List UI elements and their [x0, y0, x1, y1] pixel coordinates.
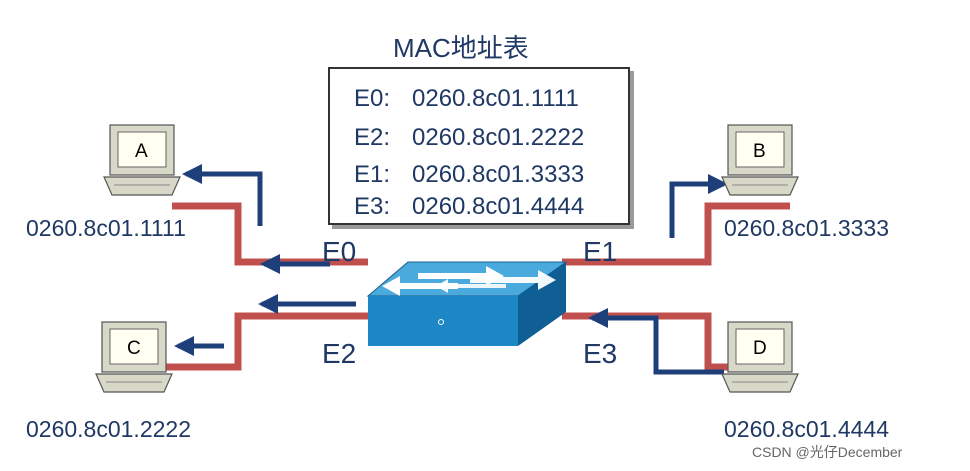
- mac-table-port: E3:: [354, 193, 391, 220]
- mac-address-table: E0: 0260.8c01.1111 E2: 0260.8c01.2222 E1: 0…: [328, 67, 630, 225]
- host-b-letter: B: [753, 141, 766, 162]
- mac-table-port: E1:: [354, 161, 391, 188]
- host-d-mac: 0260.8c01.4444: [724, 416, 889, 442]
- mac-table-row: E3: 0260.8c01.4444: [354, 193, 584, 221]
- host-c-computer-icon: C: [95, 321, 173, 393]
- mac-table-address: 0260.8c01.4444: [412, 193, 585, 220]
- link-c-e2: [166, 312, 368, 371]
- mac-table-port: E0:: [354, 85, 391, 112]
- host-d-letter: D: [753, 338, 767, 359]
- mac-table-address: 0260.8c01.2222: [412, 124, 585, 151]
- mac-table-address: 0260.8c01.1111: [412, 85, 579, 112]
- mac-table-row: E2: 0260.8c01.2222: [354, 124, 584, 152]
- diagram-title: MAC地址表: [393, 33, 529, 63]
- host-a-mac: 0260.8c01.1111: [26, 215, 186, 241]
- flow-arrow-to-a: [182, 164, 263, 226]
- host-b-computer-icon: B: [721, 124, 799, 196]
- flow-arrow-to-b: [669, 174, 728, 238]
- port-label-e2: E2: [322, 338, 357, 369]
- flow-arrow-from-d: [588, 308, 724, 375]
- mac-table-row: E1: 0260.8c01.3333: [354, 161, 584, 189]
- mac-table-port: E2:: [354, 124, 391, 151]
- host-c-mac: 0260.8c01.2222: [26, 416, 191, 442]
- port-label-e3: E3: [583, 338, 618, 369]
- host-a-letter: A: [135, 141, 148, 162]
- mac-table-address: 0260.8c01.3333: [412, 161, 585, 188]
- link-e1-b: [562, 202, 790, 266]
- switch-icon: [366, 261, 568, 346]
- host-a-computer-icon: A: [103, 124, 181, 196]
- port-label-e0: E0: [322, 236, 357, 267]
- host-d-computer-icon: D: [721, 321, 799, 393]
- mac-table-row: E0: 0260.8c01.1111: [354, 85, 579, 113]
- host-c-letter: C: [127, 338, 141, 359]
- port-label-e1: E1: [583, 236, 618, 267]
- host-b-mac: 0260.8c01.3333: [724, 215, 889, 241]
- watermark: CSDN @光仔December: [752, 444, 903, 460]
